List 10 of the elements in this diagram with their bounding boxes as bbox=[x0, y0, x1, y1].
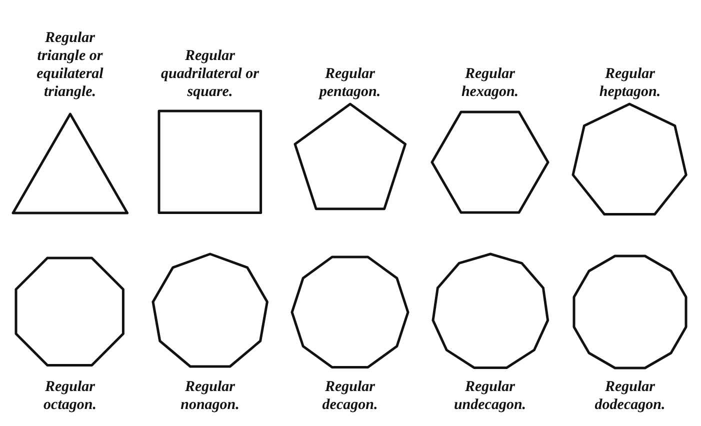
shape-caption: Regular heptagon. bbox=[598, 65, 662, 101]
shape-caption: Regular hexagon. bbox=[460, 65, 520, 101]
shape-caption: Regular quadrilateral or square. bbox=[160, 47, 260, 101]
shape-caption: Regular dodecagon. bbox=[594, 378, 666, 414]
shape-caption: Regular pentagon. bbox=[317, 65, 382, 101]
shape-caption: Regular nonagon. bbox=[180, 378, 240, 414]
shape-caption: Regular triangle or equilateral triangle. bbox=[36, 29, 104, 101]
shape-caption: Regular undecagon. bbox=[452, 378, 528, 414]
shape-caption: Regular decagon. bbox=[321, 378, 379, 414]
shape-caption: Regular octagon. bbox=[42, 378, 98, 414]
